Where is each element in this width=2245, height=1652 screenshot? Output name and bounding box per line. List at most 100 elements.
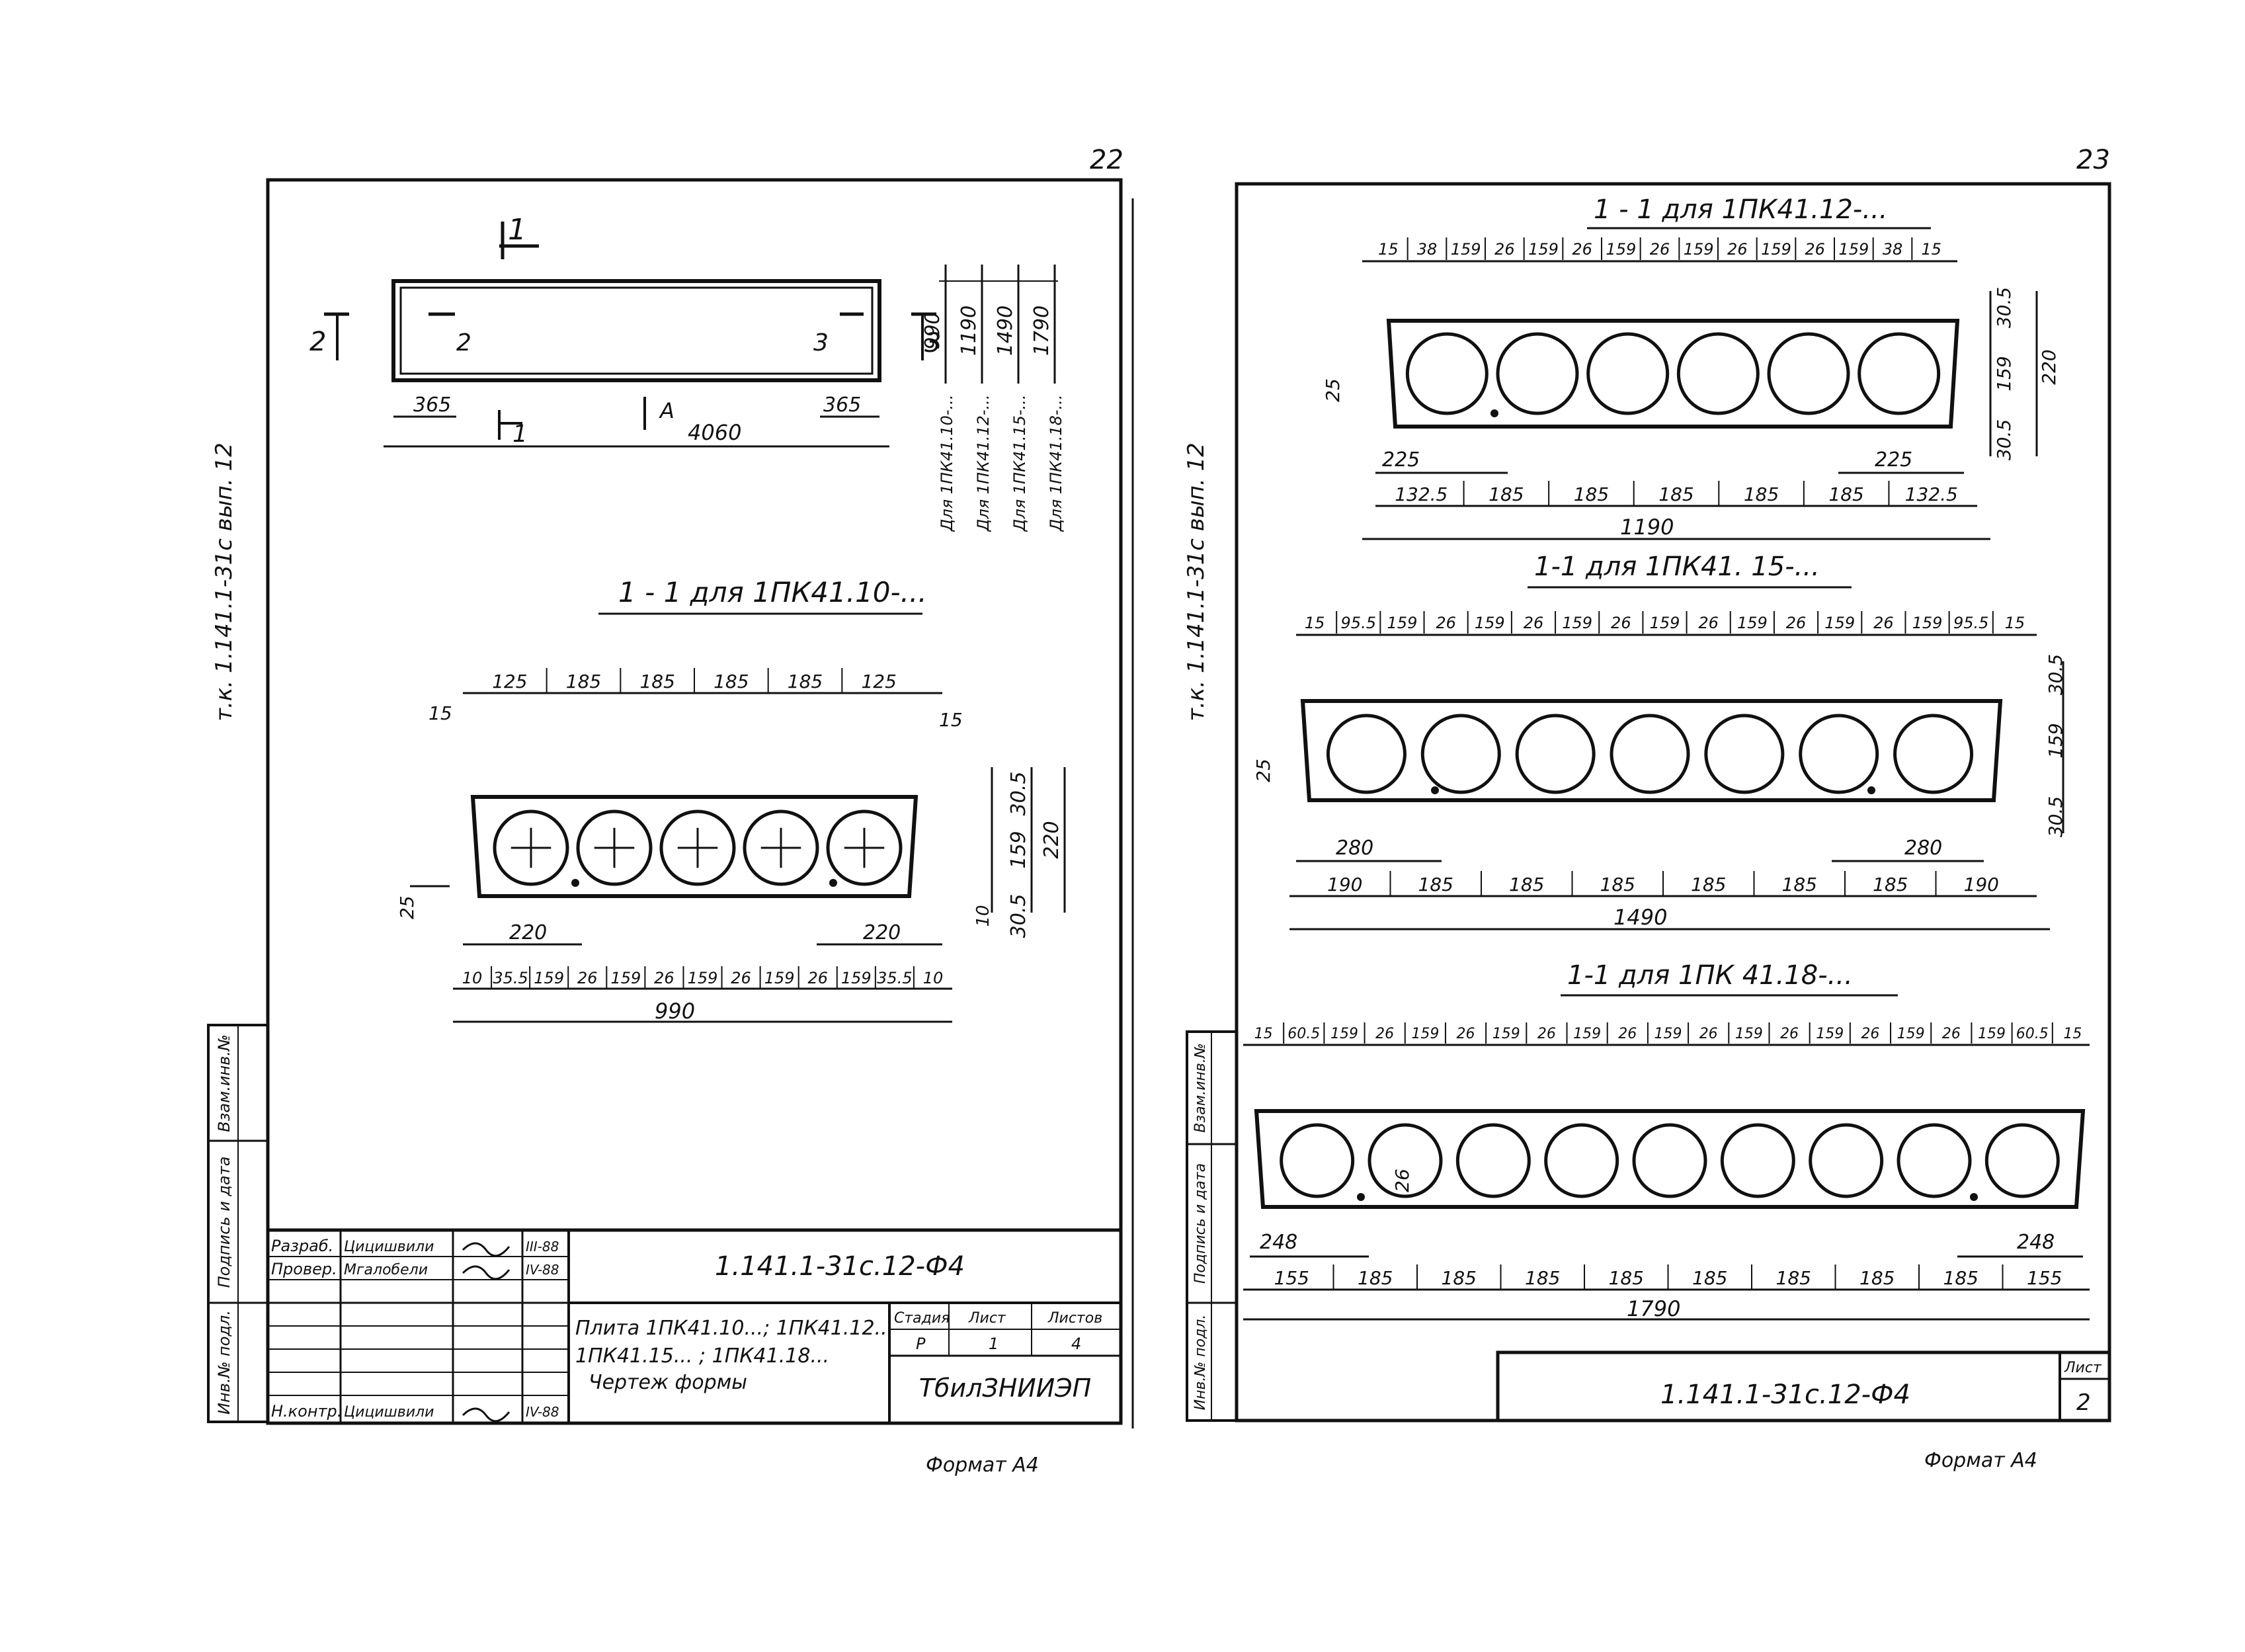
- dim-length: 4060: [688, 420, 741, 445]
- r18-dim-26: 26: [1391, 1169, 1413, 1192]
- r12-top-dim-1: 38: [1417, 240, 1438, 259]
- r12-void-1: [1496, 332, 1579, 415]
- r12-dim-225-left: 225: [1382, 448, 1420, 472]
- section-mark-top: 1: [508, 213, 526, 247]
- arrow-a-label: А: [659, 398, 674, 423]
- r15-top-dim-1: 95.5: [1341, 614, 1376, 632]
- r15-void-4: [1704, 714, 1785, 794]
- right-stamp-text-3: Инв.№ подл.: [1192, 1315, 1209, 1411]
- r15-top-dim-12: 159: [1824, 614, 1855, 632]
- mark-3-inner: 3: [813, 329, 829, 356]
- tb-org: ТбилЗНИИЭП: [919, 1374, 1092, 1403]
- r18-dim-total: 1790: [1627, 1296, 1680, 1321]
- slab-outline-12: [1386, 319, 1960, 429]
- r15-void-1: [1420, 714, 1501, 794]
- r18-dim-248-right: 248: [2017, 1231, 2055, 1254]
- r12-dim-total: 1190: [1620, 515, 1674, 540]
- r12-dim-25: 25: [1322, 378, 1344, 402]
- r15-lift-dot-right: [1867, 786, 1875, 794]
- l10-bottom-dim-6: 159: [688, 969, 718, 987]
- r18-top-dim-1: 60.5: [1287, 1026, 1320, 1042]
- l10-void-2: [659, 809, 736, 886]
- width-label-1: Для 1ПК41.10-...: [938, 395, 956, 532]
- l10-top-dim-3: 185: [714, 671, 749, 692]
- r12-dim-220: 220: [2038, 349, 2060, 384]
- right-dim-220: 220: [1040, 821, 1063, 858]
- r18-top-dim-5: 26: [1457, 1026, 1475, 1042]
- r12-bottom-dim-4: 185: [1744, 483, 1779, 505]
- plan-view: 1 2 2 3 3 А 1 365 365 4060: [309, 213, 1065, 532]
- r18-top-dim-9: 26: [1618, 1026, 1637, 1042]
- r12-bottom-dim-2: 185: [1574, 483, 1609, 505]
- r18-top-dim-6: 159: [1492, 1026, 1520, 1042]
- width-dimensions: 990 1190 1490 1790 Для 1ПК41.10-... Для …: [921, 265, 1065, 532]
- r12-void-2: [1586, 332, 1670, 415]
- r15-bottom-dim-2: 185: [1509, 874, 1544, 895]
- r15-void-6: [1893, 714, 1974, 794]
- r18-bottom-dim-3: 185: [1525, 1267, 1560, 1289]
- l10-void-3: [743, 809, 819, 886]
- r15-top-dim-14: 159: [1912, 614, 1943, 632]
- page-number-left: 22: [1090, 145, 1123, 175]
- plan-inner-outline: [399, 286, 874, 375]
- tb-desc-1: Плита 1ПК41.10...; 1ПК41.12...: [575, 1317, 893, 1340]
- l10-bottom-dim-2: 159: [534, 969, 564, 987]
- right-sheet: 23 т.к. 1.141.1-31с вып. 12 1 - 1 для 1П…: [1183, 145, 2111, 1472]
- tb-role-2: Провер.: [271, 1260, 337, 1278]
- r15-top-dim-3: 26: [1436, 614, 1456, 632]
- r18-void-1: [1367, 1123, 1443, 1198]
- right-dim-159: 159: [1007, 831, 1030, 868]
- r12-top-dim-8: 159: [1684, 240, 1714, 259]
- r18-top-dim-3: 26: [1375, 1026, 1394, 1042]
- r15-top-dim-10: 159: [1737, 614, 1768, 632]
- r15-dim-30-5-bottom: 30.5: [2045, 796, 2066, 837]
- r12-top-dim-13: 38: [1883, 240, 1903, 259]
- tb-date-1: III-88: [526, 1239, 559, 1255]
- l10-lift-dot-left: [571, 879, 579, 887]
- l10-void-1: [576, 809, 653, 886]
- l10-void-4: [826, 809, 903, 886]
- r18-bottom-dim-7: 185: [1859, 1267, 1895, 1289]
- mark-2-left: 2: [309, 327, 326, 357]
- tb-signature-3: [462, 1407, 510, 1423]
- r12-bottom-dim-5: 185: [1828, 483, 1863, 505]
- r15-bottom-dim-0: 190: [1327, 874, 1362, 895]
- r18-bottom-dim-4: 185: [1609, 1267, 1644, 1289]
- r12-lift-dot: [1490, 409, 1498, 417]
- l10-bottom-dim-8: 159: [764, 969, 795, 987]
- section-title-15: 1-1 для 1ПК41. 15-...: [1534, 552, 1820, 582]
- r15-void-0: [1326, 714, 1407, 794]
- width-1790: 1790: [1030, 306, 1053, 356]
- l10-bottom-dim-12: 10: [923, 969, 944, 987]
- r18-top-dim-4: 159: [1411, 1026, 1439, 1042]
- tb-stage-hdr: Стадия: [894, 1310, 950, 1327]
- r18-lift-dot-right: [1970, 1193, 1978, 1201]
- r18-bottom-dim-5: 185: [1692, 1267, 1727, 1289]
- r15-dim-25: 25: [1252, 759, 1274, 782]
- r12-top-dim-5: 26: [1572, 240, 1592, 259]
- tb-stage: Р: [916, 1335, 926, 1353]
- plan-outline: [391, 279, 881, 382]
- format-left: Формат А4: [926, 1454, 1039, 1477]
- r18-top-dim-8: 159: [1573, 1026, 1601, 1042]
- l10-bottom-dim-11: 35.5: [877, 969, 912, 987]
- l10-top-dim-2: 185: [639, 671, 674, 692]
- tb-sheet-hdr: Лист: [968, 1310, 1006, 1327]
- r15-top-dim-6: 159: [1562, 614, 1592, 632]
- r18-void-6: [1809, 1123, 1884, 1198]
- tb-doc-code: 1.141.1-31с.12-Ф4: [715, 1251, 965, 1282]
- dim-365-left: 365: [413, 393, 451, 417]
- width-1190: 1190: [958, 306, 981, 356]
- r18-bottom-dim-1: 185: [1358, 1267, 1393, 1289]
- r15-top-dim-9: 26: [1698, 614, 1719, 632]
- r12-top-dim-0: 15: [1378, 240, 1399, 259]
- r18-top-dim-16: 159: [1897, 1026, 1925, 1042]
- tb-desc-2: 1ПК41.15... ; 1ПК41.18...: [575, 1344, 829, 1368]
- r18-void-8: [1984, 1123, 2060, 1198]
- r12-void-0: [1405, 332, 1489, 415]
- tb-signature-2: [462, 1265, 510, 1280]
- section-1pk41-12: 1 - 1 для 1ПК41.12-... 30.5 159 220 30.5…: [1322, 194, 2060, 540]
- r18-bottom-dim-2: 185: [1442, 1267, 1477, 1289]
- r18-top-dim-12: 159: [1735, 1026, 1763, 1042]
- right-stamp-text-1: Взам.инв.№: [1192, 1043, 1209, 1132]
